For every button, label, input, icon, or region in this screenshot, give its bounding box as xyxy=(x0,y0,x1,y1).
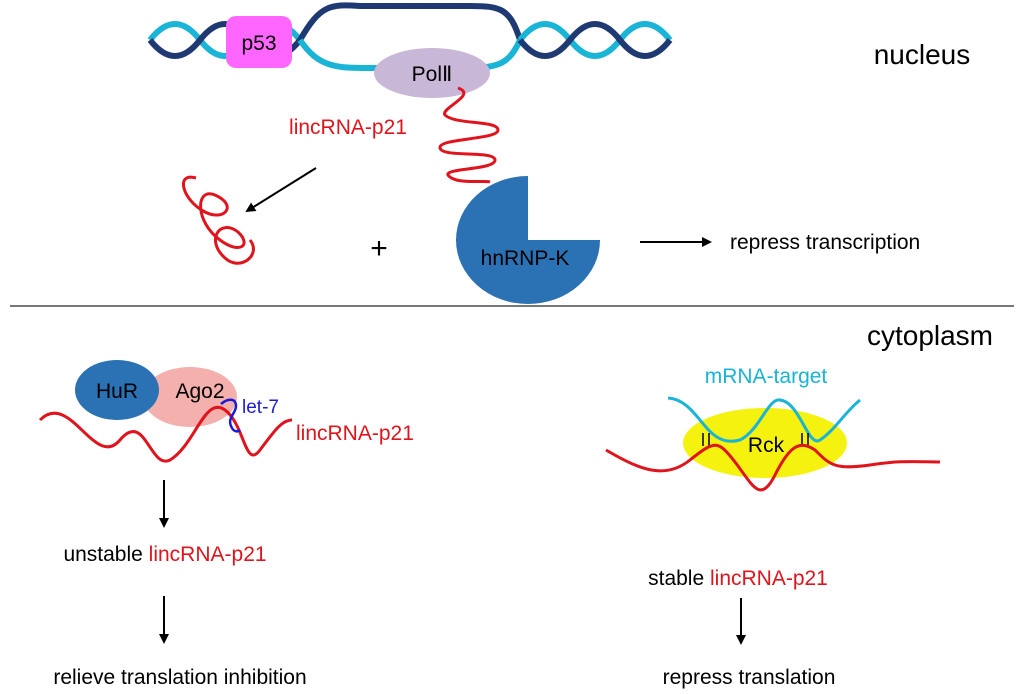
let7-label: let-7 xyxy=(242,397,279,418)
hnrnpk-label: hnRNP-K xyxy=(481,247,570,270)
rck-ellipse xyxy=(683,408,847,478)
p53-box xyxy=(226,16,292,68)
stable-lincrna-line: stable lincRNA-p21 xyxy=(648,567,828,590)
cytoplasm-left-lincrna-label: lincRNA-p21 xyxy=(296,422,414,445)
released-lincrna-tangle xyxy=(182,175,255,265)
dna-strand-light-right xyxy=(517,21,673,59)
mrna-target-label: mRNA-target xyxy=(705,365,828,388)
pol2-ellipse xyxy=(374,48,490,98)
p53-protein: p53 xyxy=(226,16,292,68)
dna-double-helix xyxy=(147,2,673,72)
let7-strand xyxy=(220,398,241,433)
cytoplasm-label: cytoplasm xyxy=(867,320,993,351)
relieve-translation-label: relieve translation inhibition xyxy=(53,666,306,689)
ago2-ellipse xyxy=(143,367,237,427)
hnrnpk-protein: hnRNP-K xyxy=(456,176,600,304)
nucleus-lincrna-label: lincRNA-p21 xyxy=(289,116,407,139)
hur-ellipse xyxy=(75,360,159,420)
rck-label: Rck xyxy=(748,434,785,457)
cytoplasm-lincrna-left xyxy=(38,405,293,463)
base-pair-ticks xyxy=(702,433,809,446)
unstable-lincrna-line: unstable lincRNA-p21 xyxy=(63,543,266,566)
hnrnpk-shape xyxy=(456,176,600,304)
unstable-rna: lincRNA-p21 xyxy=(149,543,267,566)
pol2-enzyme: PolⅡ xyxy=(374,48,490,98)
nascent-lincrna-squiggle xyxy=(438,86,500,184)
stable-rna: lincRNA-p21 xyxy=(710,567,828,590)
ago2-label: Ago2 xyxy=(175,380,224,403)
hur-ago2-complex: HuR Ago2 xyxy=(75,360,237,427)
plus-sign: + xyxy=(370,232,388,265)
unstable-prefix: unstable xyxy=(63,543,148,566)
repress-transcription-label: repress transcription xyxy=(730,231,920,254)
dna-strand-dark-right xyxy=(517,21,673,59)
pol2-label: PolⅡ xyxy=(412,63,453,86)
repress-translation-label: repress translation xyxy=(663,666,836,689)
nucleus-label: nucleus xyxy=(874,39,971,70)
hur-label: HuR xyxy=(96,380,138,403)
stable-prefix: stable xyxy=(648,567,710,590)
dna-bubble-top-strand xyxy=(297,2,523,42)
release-arrow xyxy=(245,167,317,213)
cytoplasm-lincrna-right xyxy=(605,443,941,492)
mrna-target-strand xyxy=(667,396,861,443)
p53-label: p53 xyxy=(241,32,276,55)
